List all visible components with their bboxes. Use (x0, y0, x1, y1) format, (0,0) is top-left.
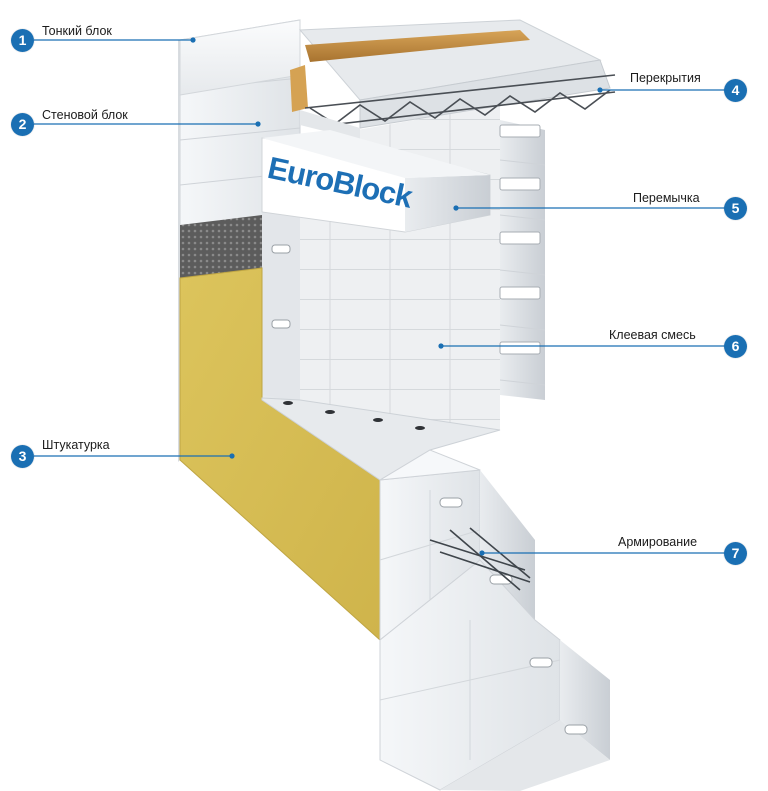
callout-marker-7: 7 (724, 542, 747, 565)
callout-label-lintel: Перемычка (633, 191, 700, 205)
callout-label-plaster: Штукатурка (42, 438, 110, 452)
callout-label-thin-block: Тонкий блок (42, 24, 112, 38)
lintel (261, 130, 491, 233)
callout-marker-6: 6 (724, 335, 747, 358)
callout-label-reinforcement: Армирование (618, 535, 698, 549)
callout-marker-2: 2 (11, 113, 34, 136)
leader-dots (190, 37, 603, 556)
timber-beam (305, 30, 530, 62)
stepped-blocks-right (499, 120, 546, 400)
callout-marker-4: 4 (724, 79, 747, 102)
callout-marker-3: 3 (11, 445, 34, 468)
callout-marker-5: 5 (724, 197, 747, 220)
callout-marker-1: 1 (11, 29, 34, 52)
callout-label-wall-block: Стеновой блок (42, 108, 128, 122)
insulation-mesh (180, 215, 262, 278)
truss-reinforcement (304, 74, 616, 126)
leader-lines (34, 39, 735, 554)
callout-label-floor-slab: Перекрытия (630, 71, 701, 85)
lower-block-stack (379, 449, 610, 791)
callout-label-adhesive: Клеевая смесь (609, 328, 696, 342)
floor-slab (179, 19, 616, 140)
